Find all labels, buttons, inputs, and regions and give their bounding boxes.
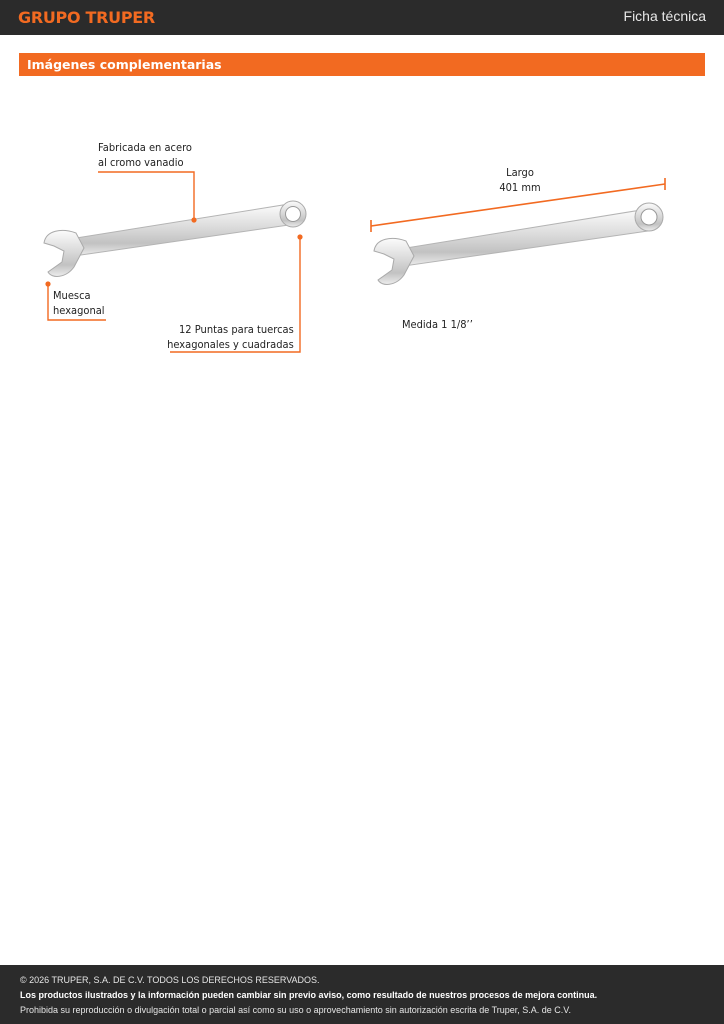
points-callout: 12 Puntas para tuercas hexagonales y cua… (167, 322, 294, 352)
callout-lines-left (45, 171, 303, 353)
size-value: Medida 1 1/8’’ (402, 318, 473, 331)
notch-line-1: Muesca (53, 289, 91, 302)
length-value: 401 mm (499, 181, 541, 194)
material-callout: Fabricada en acero al cromo vanadio (98, 140, 192, 170)
length-label: Largo (506, 166, 534, 179)
footer-notice: Los productos ilustrados y la informació… (20, 990, 598, 1000)
length-dimension-line (370, 178, 666, 232)
document-type: Ficha técnica (623, 8, 706, 24)
material-line-2: al cromo vanadio (98, 156, 184, 169)
footer: © 2026 TRUPER, S.A. DE C.V. TODOS LOS DE… (0, 965, 724, 1024)
wrench-image-dimensions (373, 202, 664, 285)
product-illustrations (43, 171, 666, 353)
notch-callout: Muesca hexagonal (53, 288, 105, 318)
footer-legal: Prohibida su reproducción o divulgación … (20, 1005, 571, 1015)
size-callout: Medida 1 1/8’’ (402, 317, 473, 332)
material-line-1: Fabricada en acero (98, 141, 192, 154)
wrench-image-features (43, 200, 307, 277)
section-title: Imágenes complementarias (27, 57, 222, 72)
length-callout: Largo 401 mm (484, 165, 556, 195)
footer-copyright: © 2026 TRUPER, S.A. DE C.V. TODOS LOS DE… (20, 975, 320, 985)
section-header: Imágenes complementarias (19, 53, 705, 76)
brand-logo: GRUPO TRUPER (18, 8, 155, 27)
notch-line-2: hexagonal (53, 304, 105, 317)
points-line-2: hexagonales y cuadradas (167, 338, 294, 351)
top-bar: GRUPO TRUPER Ficha técnica (0, 0, 724, 35)
points-line-1: 12 Puntas para tuercas (179, 323, 294, 336)
